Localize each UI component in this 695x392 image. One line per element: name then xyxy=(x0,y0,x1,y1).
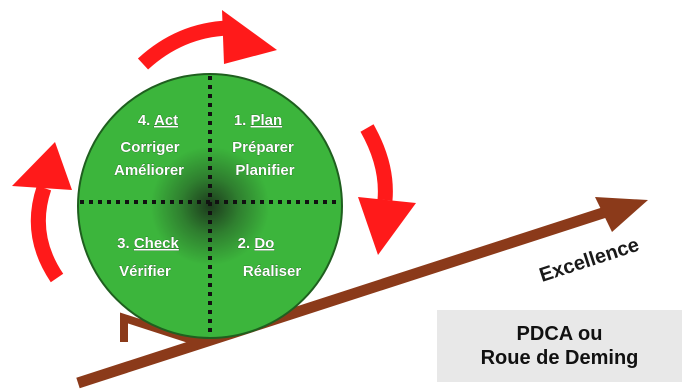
do-number: 2. xyxy=(238,235,251,252)
do-title: Do xyxy=(254,235,274,252)
plan-title: Plan xyxy=(251,112,283,129)
act-title-line: 4. Act xyxy=(138,112,178,129)
act-line1: Corriger xyxy=(120,139,179,156)
check-title: Check xyxy=(134,235,180,252)
slope xyxy=(76,197,648,389)
top-rotation-arrow-body xyxy=(137,20,229,70)
slope-arrowhead xyxy=(595,197,648,232)
do-title-line: 2. Do xyxy=(238,235,275,252)
right-rotation-arrowhead xyxy=(358,197,416,255)
caption-line1: PDCA ou xyxy=(516,323,603,345)
left-rotation-arrowhead xyxy=(12,142,72,190)
excellence-label: Excellence xyxy=(537,234,642,287)
rotation-arrows xyxy=(12,10,416,283)
plan-title-line: 1. Plan xyxy=(234,112,282,129)
plan-line1: Préparer xyxy=(232,139,294,156)
caption-line2: Roue de Deming xyxy=(480,347,639,369)
act-line2: Améliorer xyxy=(114,162,184,179)
slope-bar xyxy=(76,204,614,389)
act-title: Act xyxy=(154,112,178,129)
caption-box: PDCA ou Roue de Deming xyxy=(437,310,682,382)
act-number: 4. xyxy=(138,112,151,129)
check-number: 3. xyxy=(117,235,130,252)
top-rotation-arrowhead xyxy=(222,10,277,64)
left-rotation-arrow-body xyxy=(30,185,64,283)
wheel-wedge xyxy=(120,312,200,346)
pdca-wheel: 4. Act Corriger Améliorer 1. Plan Prépar… xyxy=(77,73,343,339)
plan-number: 1. xyxy=(234,112,247,129)
check-line1: Vérifier xyxy=(119,263,171,280)
plan-line2: Planifier xyxy=(235,162,294,179)
check-title-line: 3. Check xyxy=(117,235,179,252)
do-line1: Réaliser xyxy=(243,263,302,280)
right-rotation-arrow-body xyxy=(360,124,393,201)
